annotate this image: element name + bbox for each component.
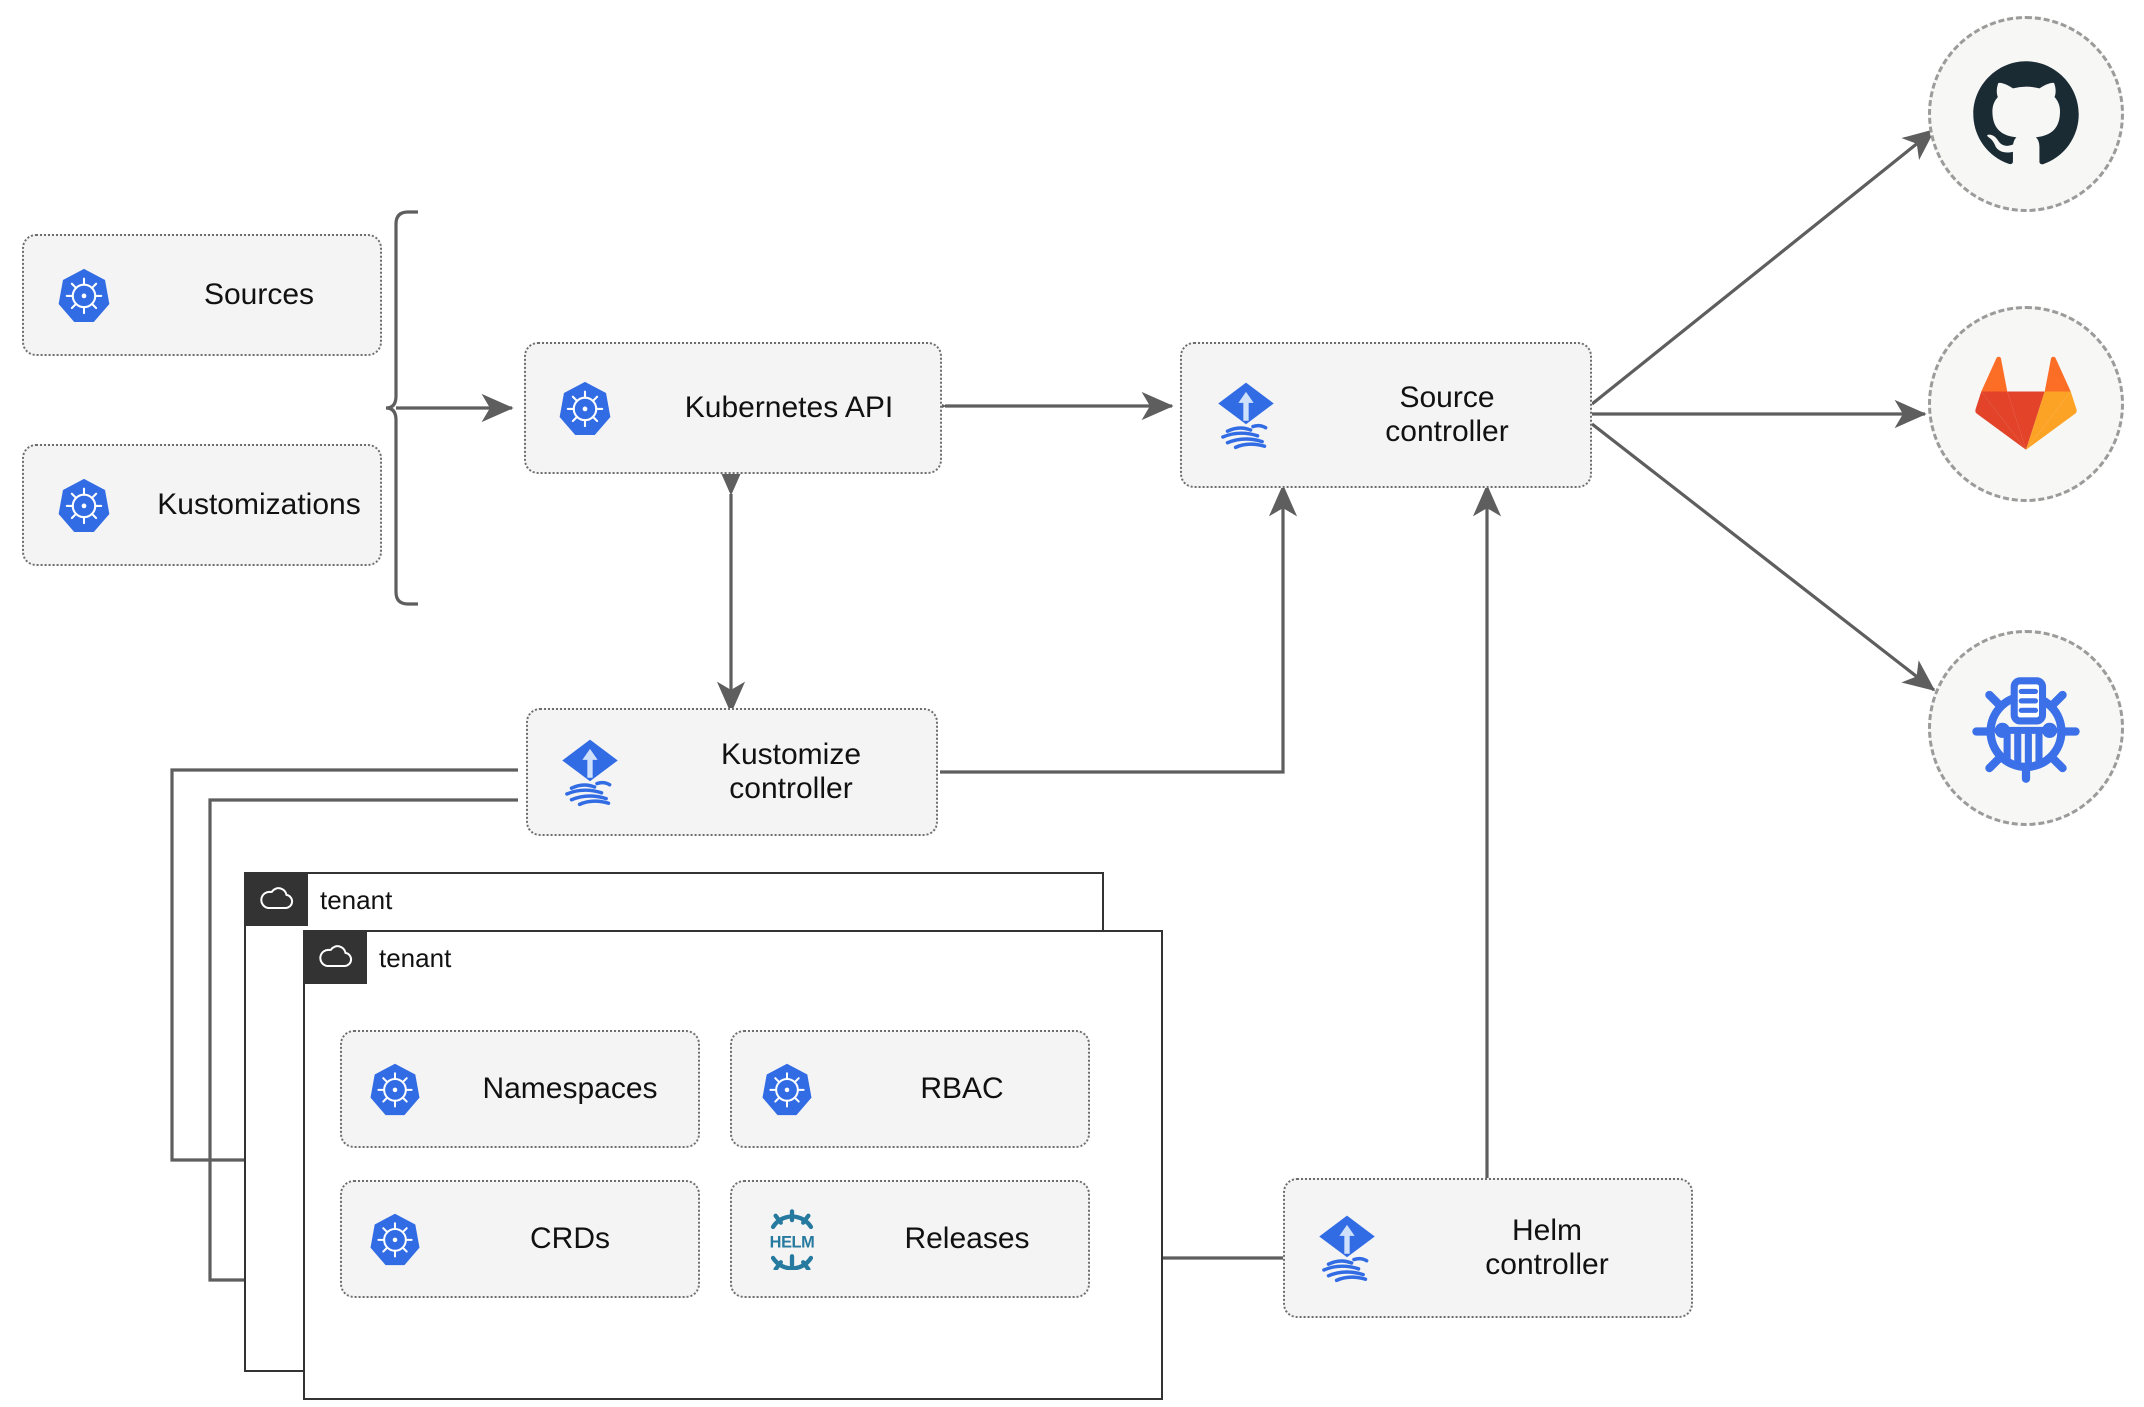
node-namespaces[interactable]: Namespaces <box>340 1030 700 1148</box>
node-label: Releases <box>904 1221 1030 1255</box>
helm-icon: HELM <box>732 1208 852 1270</box>
node-kubernetes-api[interactable]: Kubernetes API <box>524 342 942 474</box>
node-label: Kubernetes API <box>684 390 894 424</box>
external-gitlab[interactable] <box>1928 306 2124 502</box>
node-label: CRDs <box>530 1221 610 1255</box>
gitlab-icon <box>1975 356 2077 450</box>
edge-source-helmrepo <box>1591 422 1936 692</box>
external-helm-repository[interactable] <box>1928 630 2124 826</box>
node-kustomizations[interactable]: Kustomizations <box>22 444 382 566</box>
kubernetes-icon <box>342 1211 448 1267</box>
tenant-container-front[interactable]: tenant <box>303 930 1163 1400</box>
cloud-icon <box>305 932 367 984</box>
node-label: Kustomizations <box>157 487 361 521</box>
cloud-icon <box>246 874 308 926</box>
node-helm-controller[interactable]: Helm controller <box>1283 1178 1693 1318</box>
svg-text:HELM: HELM <box>770 1234 815 1252</box>
kubernetes-icon <box>342 1061 448 1117</box>
node-label: Sources <box>203 277 315 311</box>
node-label: Kustomize controller <box>720 737 862 806</box>
edge-kustomize-source <box>940 484 1298 774</box>
node-rbac[interactable]: RBAC <box>730 1030 1090 1148</box>
tenant-label-back: tenant <box>320 884 393 915</box>
kubernetes-icon <box>526 379 644 437</box>
node-kustomize-controller[interactable]: Kustomize controller <box>526 708 938 836</box>
node-label: Namespaces <box>482 1071 658 1105</box>
node-sources[interactable]: Sources <box>22 234 382 356</box>
resources-bracket <box>385 210 418 606</box>
flux-icon <box>1285 1211 1409 1285</box>
kubernetes-icon <box>24 476 144 534</box>
node-releases[interactable]: HELM Releases <box>730 1180 1090 1298</box>
helm-chart-repository-icon <box>1972 677 2080 783</box>
tenant-label-front: tenant <box>379 942 452 973</box>
node-label: Helm controller <box>1485 1213 1609 1282</box>
node-label: RBAC <box>920 1071 1004 1105</box>
flux-icon <box>1182 378 1310 452</box>
edge-source-github <box>1590 128 1936 406</box>
external-github[interactable] <box>1928 16 2124 212</box>
kubernetes-icon <box>24 266 144 324</box>
node-crds[interactable]: CRDs <box>340 1180 700 1298</box>
node-label: Source controller <box>1385 380 1509 449</box>
node-source-controller[interactable]: Source controller <box>1180 342 1592 488</box>
github-icon <box>1973 61 2079 165</box>
flux-icon <box>528 735 652 809</box>
kubernetes-icon <box>732 1061 842 1117</box>
